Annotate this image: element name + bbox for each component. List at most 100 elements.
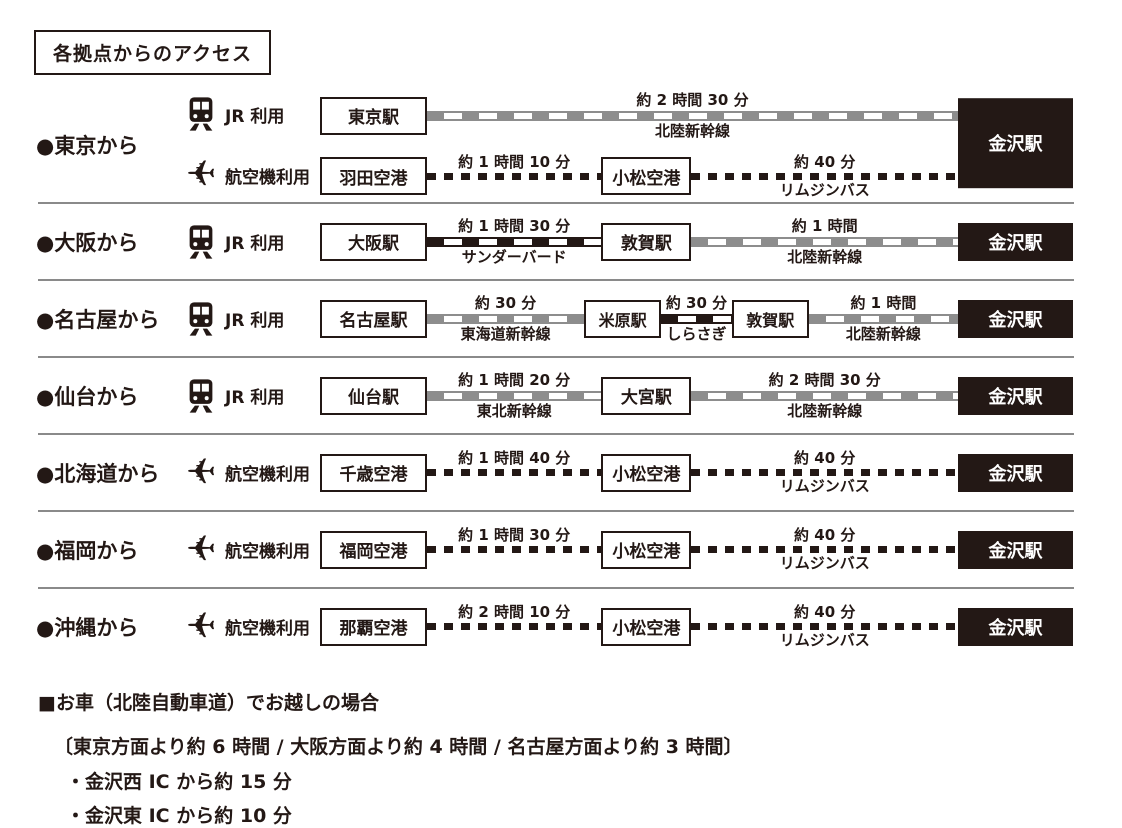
station-box: 千歳空港 bbox=[320, 453, 427, 492]
station-box: 小松空港 bbox=[601, 607, 692, 646]
route-segment: 約 40 分 リムジンバス bbox=[691, 602, 958, 651]
segment-name: リムジンバス bbox=[779, 180, 870, 199]
mode-label: 航空機利用 bbox=[225, 167, 310, 188]
kanazawa-station-box: 金沢駅 bbox=[958, 299, 1073, 338]
bus-line bbox=[691, 172, 958, 180]
shinkansen-line bbox=[808, 313, 958, 324]
segment-name: リムジンバス bbox=[779, 477, 870, 495]
station-box: 大宮駅 bbox=[601, 376, 692, 415]
station-box: 仙台駅 bbox=[320, 376, 427, 415]
route-jr: 大阪駅 約 1 時間 30 分 サンダーバード 敦賀駅 約 1 時間 北陸新幹線… bbox=[320, 216, 1073, 268]
section-divider bbox=[38, 356, 1074, 358]
segment-name: リムジンバス bbox=[779, 554, 870, 572]
kanazawa-station-box: 金沢駅 bbox=[958, 530, 1073, 569]
mode-jr: JR 利用 bbox=[184, 97, 320, 131]
route-segment: 約 1 時間 30 分 サンダーバード bbox=[427, 216, 602, 268]
origin-label: ●大阪から bbox=[36, 230, 139, 255]
origin-label: ●北海道から bbox=[36, 461, 160, 486]
route-lines: 那覇空港 約 2 時間 10 分 小松空港 約 40 分 リムジンバス 金沢駅 bbox=[320, 602, 1073, 651]
airplane-icon: ✈ bbox=[185, 451, 217, 493]
section-divider bbox=[38, 587, 1074, 589]
mode-label: JR 利用 bbox=[225, 106, 285, 127]
shinkansen-line bbox=[427, 313, 585, 324]
section-fukuoka: ●福岡から ✈ 航空機利用 福岡空港 約 1 時間 30 分 小松空港 約 40… bbox=[0, 512, 1122, 587]
segment-time: 約 1 時間 30 分 bbox=[458, 526, 571, 544]
bus-line bbox=[691, 623, 958, 630]
route-lines: 仙台駅 約 1 時間 20 分 東北新幹線 大宮駅 約 2 時間 30 分 北陸… bbox=[320, 370, 1073, 422]
route-lines: 大阪駅 約 1 時間 30 分 サンダーバード 敦賀駅 約 1 時間 北陸新幹線… bbox=[320, 216, 1073, 268]
section-hokkaido: ●北海道から ✈ 航空機利用 千歳空港 約 1 時間 40 分 小松空港 約 4… bbox=[0, 435, 1122, 510]
route-segment: 約 1 時間 北陸新幹線 bbox=[808, 293, 958, 345]
mode-label: 航空機利用 bbox=[225, 465, 310, 485]
route-segment: 約 30 分 しらさぎ bbox=[661, 293, 732, 345]
bus-line bbox=[691, 546, 958, 553]
route-segment: 約 2 時間 30 分 北陸新幹線 bbox=[427, 90, 958, 142]
limited-express-line bbox=[427, 236, 602, 247]
train-front-icon bbox=[184, 301, 218, 336]
route-segment: 約 1 時間 20 分 東北新幹線 bbox=[427, 370, 602, 422]
kanazawa-station-box: 金沢駅 bbox=[958, 453, 1073, 492]
station-box: 福岡空港 bbox=[320, 530, 427, 569]
route-segment: 約 1 時間 北陸新幹線 bbox=[691, 216, 958, 268]
shinkansen-line bbox=[691, 236, 958, 247]
mode-air: ✈ 航空機利用 bbox=[184, 528, 320, 570]
shinkansen-line bbox=[691, 390, 958, 401]
route-jr: 仙台駅 約 1 時間 20 分 東北新幹線 大宮駅 約 2 時間 30 分 北陸… bbox=[320, 370, 1073, 422]
section-okinawa: ●沖縄から ✈ 航空機利用 那覇空港 約 2 時間 10 分 小松空港 約 40… bbox=[0, 589, 1122, 664]
car-access-summary: 〔東京方面より約 6 時間 / 大阪方面より約 4 時間 / 名古屋方面より約 … bbox=[54, 736, 743, 758]
mode-label: 航空機利用 bbox=[225, 542, 310, 562]
section-sendai: ●仙台から JR 利用 仙台駅 約 1 時間 20 分 東北新幹線 大宮駅 bbox=[0, 358, 1122, 433]
limited-express-line bbox=[661, 313, 732, 324]
segment-name: 北陸新幹線 bbox=[845, 324, 921, 343]
kanazawa-station-box: 金沢駅 bbox=[958, 376, 1073, 415]
segment-name: リムジンバス bbox=[779, 631, 870, 649]
mode-label: 航空機利用 bbox=[225, 619, 310, 639]
segment-time: 約 1 時間 bbox=[791, 216, 858, 235]
origin-label: ●福岡から bbox=[36, 538, 139, 563]
mode-jr: JR 利用 bbox=[184, 301, 320, 336]
mode-label: JR 利用 bbox=[225, 234, 285, 254]
kanazawa-station-box: 金沢駅 bbox=[958, 607, 1073, 646]
station-box: 東京駅 bbox=[320, 96, 427, 135]
segment-name: 北陸新幹線 bbox=[787, 247, 863, 266]
segment-time: 約 2 時間 10 分 bbox=[458, 603, 571, 621]
station-box: 小松空港 bbox=[601, 157, 692, 195]
station-box: 大阪駅 bbox=[320, 222, 427, 261]
segment-name: 東北新幹線 bbox=[476, 401, 552, 420]
segment-name: しらさぎ bbox=[666, 324, 727, 343]
route-segment: 約 2 時間 10 分 bbox=[427, 602, 602, 651]
section-divider bbox=[38, 510, 1074, 512]
airplane-icon: ✈ bbox=[185, 528, 217, 570]
station-box: 名古屋駅 bbox=[320, 299, 427, 338]
segment-time: 約 30 分 bbox=[665, 293, 728, 312]
route-jr: 名古屋駅 約 30 分 東海道新幹線 米原駅 約 30 分 しらさぎ 敦賀駅 bbox=[320, 293, 1073, 345]
segment-name: 東海道新幹線 bbox=[460, 324, 551, 343]
origin-label: ●仙台から bbox=[36, 384, 139, 409]
airplane-icon: ✈ bbox=[185, 154, 217, 195]
route-jr: 東京駅 約 2 時間 30 分 北陸新幹線 bbox=[320, 90, 958, 142]
route-air: 羽田空港 約 1 時間 10 分 小松空港 約 40 分 リムジンバス bbox=[320, 152, 958, 201]
mode-jr: JR 利用 bbox=[184, 378, 320, 413]
route-lines: 名古屋駅 約 30 分 東海道新幹線 米原駅 約 30 分 しらさぎ 敦賀駅 bbox=[320, 293, 1073, 345]
section-divider bbox=[38, 433, 1074, 435]
section-divider bbox=[38, 202, 1074, 204]
bus-line bbox=[691, 469, 958, 476]
train-front-icon bbox=[184, 224, 218, 259]
section-nagoya: ●名古屋から JR 利用 名古屋駅 約 30 分 東海道新幹線 米原駅 bbox=[0, 281, 1122, 356]
route-segment: 約 1 時間 10 分 bbox=[427, 152, 602, 201]
station-box: 米原駅 bbox=[584, 299, 662, 338]
flight-line bbox=[427, 623, 602, 630]
segment-time: 約 1 時間 30 分 bbox=[458, 216, 571, 235]
route-air: 千歳空港 約 1 時間 40 分 小松空港 約 40 分 リムジンバス 金沢駅 bbox=[320, 448, 1073, 497]
segment-name: 北陸新幹線 bbox=[787, 401, 863, 420]
origin-label: ●東京から bbox=[36, 134, 139, 158]
segment-time: 約 40 分 bbox=[794, 449, 856, 467]
kanazawa-station-box: 金沢駅 bbox=[958, 222, 1073, 261]
route-air: 那覇空港 約 2 時間 10 分 小松空港 約 40 分 リムジンバス 金沢駅 bbox=[320, 602, 1073, 651]
route-segment: 約 2 時間 30 分 北陸新幹線 bbox=[691, 370, 958, 422]
flight-line bbox=[427, 546, 602, 553]
station-box: 羽田空港 bbox=[320, 157, 427, 195]
section-tokyo: ●東京から JR 利用 ✈ 航空機利用 東京駅 約 2 時間 30 分 bbox=[0, 88, 1122, 202]
route-segment: 約 1 時間 30 分 bbox=[427, 525, 602, 574]
